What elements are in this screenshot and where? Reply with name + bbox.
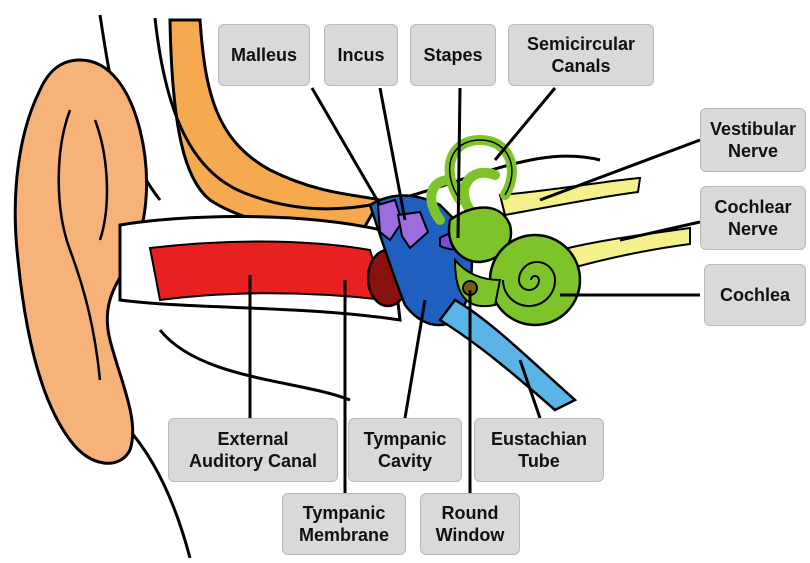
cochlear-nerve-shape [560,228,690,270]
label-cochlea: Cochlea [704,264,806,326]
label-external-auditory-canal-line1: External [189,428,317,450]
label-stapes: Stapes [410,24,496,86]
label-semicircular-canals-line1: Semicircular [527,33,635,55]
label-cochlea-text: Cochlea [720,284,790,306]
label-semicircular-canals-line2: Canals [527,55,635,77]
external-auditory-canal-shape [150,242,385,301]
label-external-auditory-canal-line2: Auditory Canal [189,450,317,472]
label-tympanic-cavity-line1: Tympanic [364,428,447,450]
label-tympanic-membrane-line1: Tympanic [299,502,389,524]
label-vestibular-nerve: Vestibular Nerve [700,108,806,172]
label-round-window-line2: Window [436,524,505,546]
label-eustachian-tube: Eustachian Tube [474,418,604,482]
label-semicircular-canals: Semicircular Canals [508,24,654,86]
label-eustachian-tube-line2: Tube [491,450,587,472]
label-vestibular-nerve-line1: Vestibular [710,118,796,140]
label-malleus-text: Malleus [231,44,297,66]
label-external-auditory-canal: External Auditory Canal [168,418,338,482]
label-tympanic-membrane: Tympanic Membrane [282,493,406,555]
label-vestibular-nerve-line2: Nerve [710,140,796,162]
label-round-window-line1: Round [436,502,505,524]
label-tympanic-cavity: Tympanic Cavity [348,418,462,482]
label-cochlear-nerve-line1: Cochlear [714,196,791,218]
label-eustachian-tube-line1: Eustachian [491,428,587,450]
label-tympanic-membrane-line2: Membrane [299,524,389,546]
label-incus-text: Incus [337,44,384,66]
label-round-window: Round Window [420,493,520,555]
label-tympanic-cavity-line2: Cavity [364,450,447,472]
vestibular-nerve-shape [500,178,640,215]
label-cochlear-nerve: Cochlear Nerve [700,186,806,250]
label-cochlear-nerve-line2: Nerve [714,218,791,240]
label-malleus: Malleus [218,24,310,86]
label-incus: Incus [324,24,398,86]
label-stapes-text: Stapes [423,44,482,66]
